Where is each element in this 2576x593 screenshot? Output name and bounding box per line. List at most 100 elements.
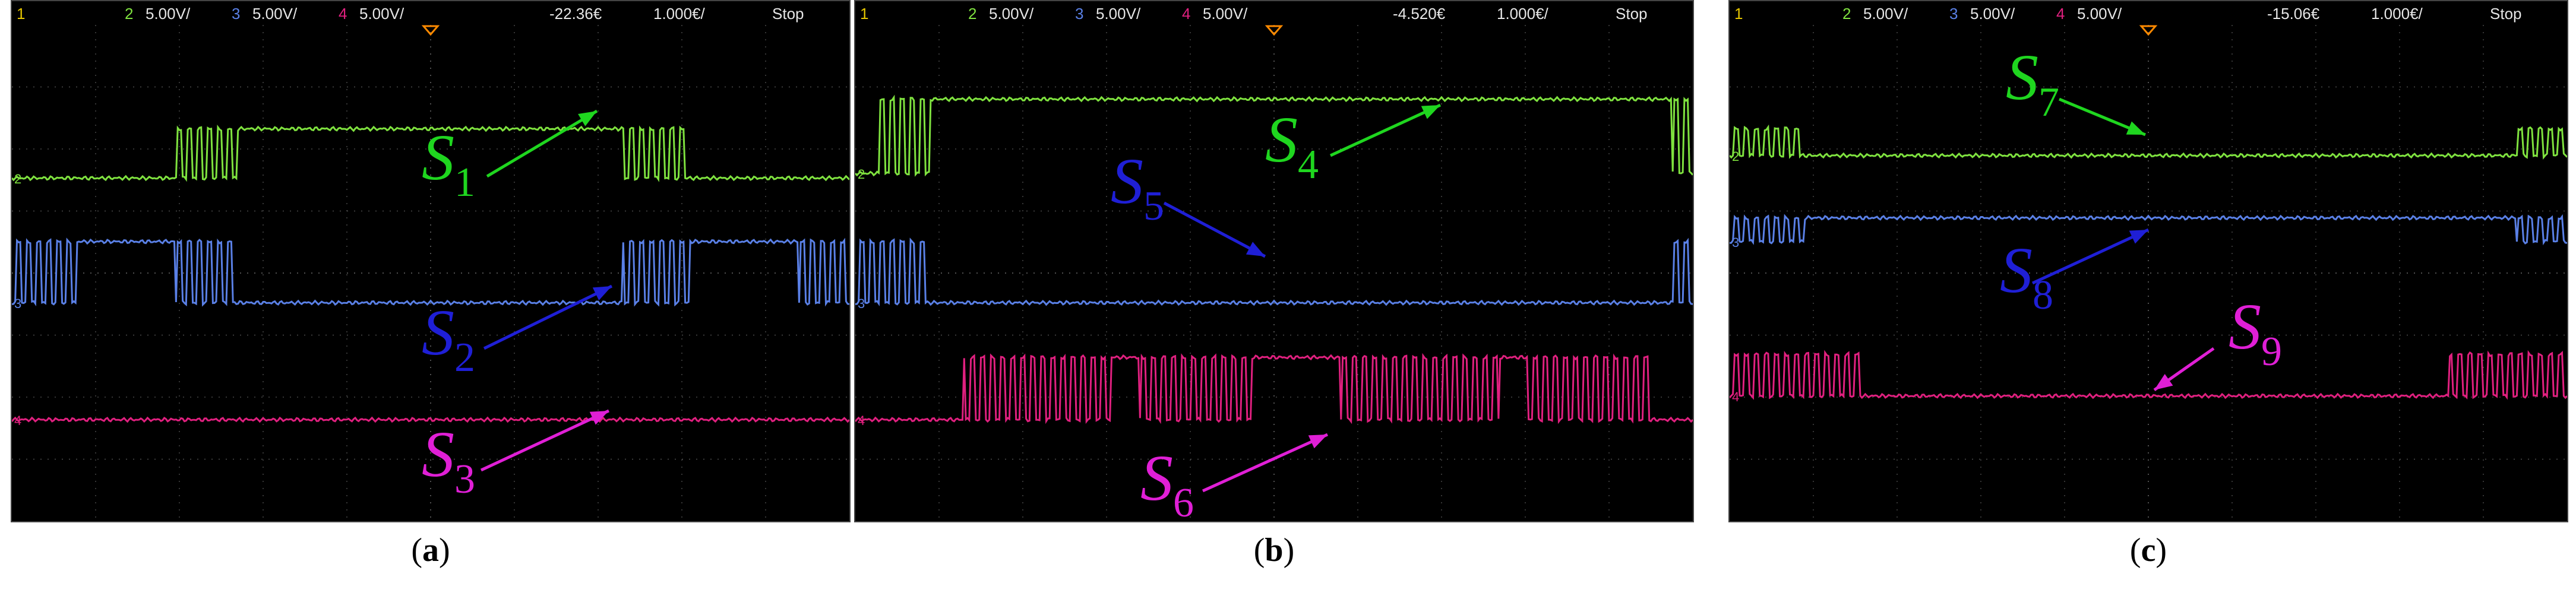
- ch2-number: 2: [1842, 5, 1851, 23]
- channel-marker-ch2: 2: [1732, 149, 1739, 164]
- run-status: Stop: [2490, 5, 2522, 23]
- series-line-ch2: [12, 124, 849, 182]
- ch3-scale: 5.00V/: [1096, 5, 1141, 23]
- caption-a: (a): [411, 532, 450, 569]
- graticule: [1730, 25, 2567, 521]
- signal-label: S4: [1265, 103, 1319, 188]
- run-status: Stop: [772, 5, 804, 23]
- panel-b: 1 2 5.00V/ 3 5.00V/ 4 5.00V/ -4.520€ 1.0…: [854, 0, 1694, 593]
- caption-b: (b): [1253, 532, 1295, 569]
- status-bar-c: 1 2 5.00V/ 3 5.00V/ 4 5.00V/ -15.06€ 1.0…: [1730, 1, 2567, 25]
- signal-label-base: S: [422, 296, 454, 369]
- scope-screen-a: 1 2 5.00V/ 3 5.00V/ 4 5.00V/ -22.36€ 1.0…: [11, 0, 851, 522]
- channel-marker-ch2: 2: [14, 172, 21, 186]
- signal-label-base: S: [422, 121, 454, 194]
- ch3-number: 3: [1949, 5, 1958, 23]
- series-line-ch2: [855, 94, 1693, 177]
- ch3-number: 3: [232, 5, 241, 23]
- arrowhead-icon: [589, 411, 609, 425]
- ch2-scale: 5.00V/: [1863, 5, 1908, 23]
- ch1-number: 1: [17, 5, 26, 23]
- graticule: [12, 25, 849, 521]
- signal-label-subscript: 3: [454, 456, 475, 502]
- timebase: 1.000€/: [2371, 5, 2423, 23]
- caption-c: (c): [2129, 532, 2167, 569]
- panel-c: 1 2 5.00V/ 3 5.00V/ 4 5.00V/ -15.06€ 1.0…: [1728, 0, 2568, 593]
- signal-label-base: S: [1140, 442, 1173, 514]
- annotation-arrow: [480, 409, 610, 472]
- ch2-scale: 5.00V/: [989, 5, 1034, 23]
- trigger-marker-icon: [2139, 25, 2158, 36]
- series-line-ch3: [855, 237, 1693, 306]
- panel-a: 1 2 5.00V/ 3 5.00V/ 4 5.00V/ -22.36€ 1.0…: [11, 0, 851, 593]
- ch4-scale: 5.00V/: [359, 5, 404, 23]
- graticule: [855, 25, 1693, 521]
- signal-label-base: S: [422, 418, 454, 490]
- signal-label-base: S: [2229, 290, 2261, 363]
- time-offset: -22.36€: [549, 5, 602, 23]
- channel-marker-ch4: 4: [14, 413, 21, 428]
- arrowhead-icon: [2129, 230, 2148, 244]
- arrowhead-icon: [592, 286, 612, 300]
- ch4-scale: 5.00V/: [1203, 5, 1248, 23]
- signal-label-subscript: 9: [2261, 329, 2282, 375]
- signal-label: S1: [422, 121, 475, 205]
- channel-marker-ch3: 3: [858, 296, 865, 311]
- ch2-number: 2: [968, 5, 977, 23]
- scope-screen-b: 1 2 5.00V/ 3 5.00V/ 4 5.00V/ -4.520€ 1.0…: [854, 0, 1694, 522]
- channel-marker-ch4: 4: [858, 413, 865, 428]
- annotation-arrow: [1163, 201, 1266, 258]
- run-status: Stop: [1616, 5, 1648, 23]
- ch3-number: 3: [1075, 5, 1084, 23]
- time-offset: -4.520€: [1393, 5, 1446, 23]
- ch2-scale: 5.00V/: [146, 5, 191, 23]
- status-bar-b: 1 2 5.00V/ 3 5.00V/ 4 5.00V/ -4.520€ 1.0…: [855, 1, 1693, 25]
- annotation-arrow: [483, 284, 613, 350]
- arrowhead-icon: [2126, 121, 2145, 135]
- signal-label-subscript: 4: [1298, 142, 1319, 188]
- signal-label-base: S: [1111, 145, 1143, 217]
- timebase: 1.000€/: [1497, 5, 1548, 23]
- timebase: 1.000€/: [653, 5, 705, 23]
- signal-label-base: S: [1265, 103, 1298, 176]
- trigger-marker-icon: [1265, 25, 1284, 36]
- channel-marker-ch4: 4: [1732, 389, 1739, 404]
- time-offset: -15.06€: [2267, 5, 2320, 23]
- ch1-number: 1: [1734, 5, 1743, 23]
- signal-label-subscript: 5: [1143, 183, 1164, 229]
- channel-marker-ch2: 2: [858, 167, 865, 182]
- annotation-arrow: [1202, 433, 1329, 493]
- signal-label-subscript: 2: [454, 335, 475, 380]
- arrowhead-icon: [1246, 242, 1265, 256]
- signal-label-subscript: 7: [2038, 80, 2059, 125]
- arrowhead-icon: [578, 111, 597, 126]
- ch4-number: 4: [1182, 5, 1191, 23]
- annotation-arrow: [1329, 103, 1442, 157]
- signal-label: S3: [422, 418, 475, 502]
- signal-label: S9: [2229, 290, 2282, 375]
- ch3-scale: 5.00V/: [252, 5, 298, 23]
- series-line-ch3: [1730, 214, 2567, 246]
- ch2-number: 2: [125, 5, 134, 23]
- channel-marker-ch3: 3: [1732, 235, 1739, 250]
- signal-label-subscript: 6: [1173, 480, 1194, 521]
- signal-label-base: S: [2006, 41, 2038, 113]
- signal-label: S2: [422, 296, 475, 380]
- series-line-ch4: [1730, 350, 2567, 400]
- ch4-scale: 5.00V/: [2077, 5, 2122, 23]
- series-line-ch2: [1730, 124, 2567, 160]
- ch4-number: 4: [339, 5, 347, 23]
- signal-label: S7: [2006, 41, 2059, 125]
- signal-label-base: S: [2000, 234, 2033, 306]
- status-bar-a: 1 2 5.00V/ 3 5.00V/ 4 5.00V/ -22.36€ 1.0…: [12, 1, 849, 25]
- ch3-scale: 5.00V/: [1970, 5, 2015, 23]
- arrowhead-icon: [1421, 105, 1440, 119]
- arrowhead-icon: [1308, 435, 1327, 449]
- scope-screen-c: 1 2 5.00V/ 3 5.00V/ 4 5.00V/ -15.06€ 1.0…: [1728, 0, 2568, 522]
- series-line-ch3: [12, 237, 849, 307]
- trigger-marker-icon: [421, 25, 440, 36]
